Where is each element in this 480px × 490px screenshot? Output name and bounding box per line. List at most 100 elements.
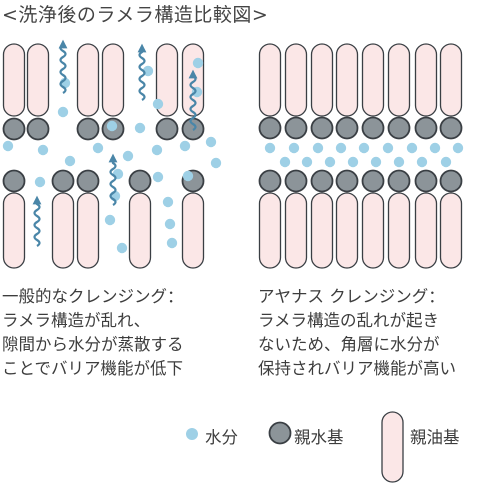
- water-droplet: [122, 150, 134, 162]
- right-caption-line: 保持されバリア機能が高い: [258, 359, 456, 378]
- lipophilic-tail: [310, 192, 334, 269]
- water-droplet: [152, 98, 164, 110]
- water-droplet: [370, 156, 382, 168]
- hydrophilic-head: [361, 116, 385, 140]
- water-droplet: [324, 156, 336, 168]
- hydrophilic-head: [26, 117, 50, 141]
- water-droplet: [92, 142, 104, 154]
- hydrophilic-head: [310, 169, 334, 193]
- legend-water-label: 水分: [205, 428, 238, 447]
- water-droplet: [416, 156, 428, 168]
- water-droplet: [429, 142, 441, 154]
- right-caption: アヤナス クレンジング： ラメラ構造の乱れが起き ないため、角層に水分が 保持さ…: [258, 285, 456, 381]
- water-droplet: [152, 171, 164, 183]
- lipophilic-tail: [414, 192, 438, 269]
- lipophilic-tail: [2, 43, 26, 117]
- hydrophilic-head: [310, 116, 334, 140]
- lipophilic-tail: [361, 192, 385, 269]
- hydrophilic-head: [361, 169, 385, 193]
- lipophilic-tail: [155, 43, 179, 117]
- water-droplet: [179, 140, 191, 152]
- hydrophilic-head: [284, 169, 308, 193]
- water-droplet: [34, 176, 46, 188]
- water-droplet: [134, 122, 146, 134]
- right-caption-line: ないため、角層に水分が: [258, 335, 440, 354]
- hydrophilic-head: [268, 421, 292, 445]
- legend-lipophilic-label: 親油基: [410, 428, 460, 447]
- hydrophilic-head: [258, 169, 282, 193]
- lipophilic-tail: [439, 43, 463, 117]
- legend-hydrophilic-label: 親水基: [294, 428, 344, 447]
- lipophilic-tail: [310, 43, 334, 117]
- water-droplet: [347, 156, 359, 168]
- hydrophilic-head: [128, 169, 152, 193]
- legend: [186, 411, 404, 483]
- right-panel-ordered: [258, 43, 464, 269]
- water-droplet: [312, 142, 324, 154]
- hydrophilic-head: [2, 169, 26, 193]
- lipophilic-tail: [284, 192, 308, 269]
- lipophilic-tail: [2, 192, 26, 269]
- water-droplet: [64, 155, 76, 167]
- left-caption: 一般的なクレンジング： ラメラ構造が乱れ、 隙間から水分が蒸散する ことでバリア…: [2, 285, 184, 381]
- water-droplet: [382, 142, 394, 154]
- water-droplet: [440, 156, 452, 168]
- hydrophilic-head: [284, 116, 308, 140]
- hydrophilic-head: [414, 116, 438, 140]
- evaporation-arrow: [108, 153, 118, 206]
- hydrophilic-head: [76, 169, 100, 193]
- water-droplet: [57, 106, 69, 118]
- hydrophilic-head: [439, 169, 463, 193]
- right-caption-line: アヤナス クレンジング：: [258, 287, 445, 306]
- water-droplet: [151, 144, 163, 156]
- water-droplet: [162, 196, 174, 208]
- evaporation-arrow: [58, 39, 68, 94]
- lipophilic-tail: [414, 43, 438, 117]
- hydrophilic-head: [155, 117, 179, 141]
- water-droplet: [288, 142, 300, 154]
- evaporation-arrow: [188, 69, 198, 131]
- hydrophilic-head: [439, 116, 463, 140]
- water-droplet: [186, 428, 198, 440]
- lipophilic-tail: [381, 411, 404, 483]
- water-droplet: [393, 156, 405, 168]
- lipophilic-tail: [258, 43, 282, 117]
- lipophilic-tail: [76, 43, 100, 117]
- hydrophilic-head: [76, 117, 100, 141]
- water-droplet: [452, 142, 464, 154]
- water-droplet: [116, 242, 128, 254]
- water-droplet: [210, 157, 222, 169]
- hydrophilic-head: [414, 169, 438, 193]
- lipophilic-tail: [387, 43, 411, 117]
- water-droplet: [335, 142, 347, 154]
- lipophilic-tail: [284, 43, 308, 117]
- water-droplet: [406, 142, 418, 154]
- hydrophilic-head: [258, 116, 282, 140]
- hydrophilic-head: [335, 169, 359, 193]
- water-droplet: [192, 57, 204, 69]
- hydrophilic-head: [387, 169, 411, 193]
- hydrophilic-head: [2, 117, 26, 141]
- left-caption-line: ラメラ構造が乱れ、: [2, 311, 151, 330]
- water-droplet: [358, 142, 370, 154]
- lipophilic-tail: [258, 192, 282, 269]
- water-droplet: [182, 170, 194, 182]
- left-caption-line: 隙間から水分が蒸散する: [2, 335, 184, 354]
- water-droplet: [264, 142, 276, 154]
- left-panel-disordered: [2, 39, 222, 269]
- left-caption-line: ことでバリア機能が低下: [2, 359, 184, 378]
- lipophilic-tail: [181, 192, 205, 269]
- water-droplet: [279, 156, 291, 168]
- diagram-title: <洗浄後のラメラ構造比較図>: [2, 4, 269, 26]
- water-droplet: [106, 120, 118, 132]
- lipophilic-tail: [335, 192, 359, 269]
- lipophilic-tail: [335, 43, 359, 117]
- hydrophilic-head: [387, 116, 411, 140]
- evaporation-arrow: [32, 195, 42, 247]
- lipophilic-tail: [439, 192, 463, 269]
- lipophilic-tail: [26, 43, 50, 117]
- water-droplet: [2, 140, 14, 152]
- evaporation-arrow: [137, 43, 147, 101]
- water-droplet: [104, 214, 116, 226]
